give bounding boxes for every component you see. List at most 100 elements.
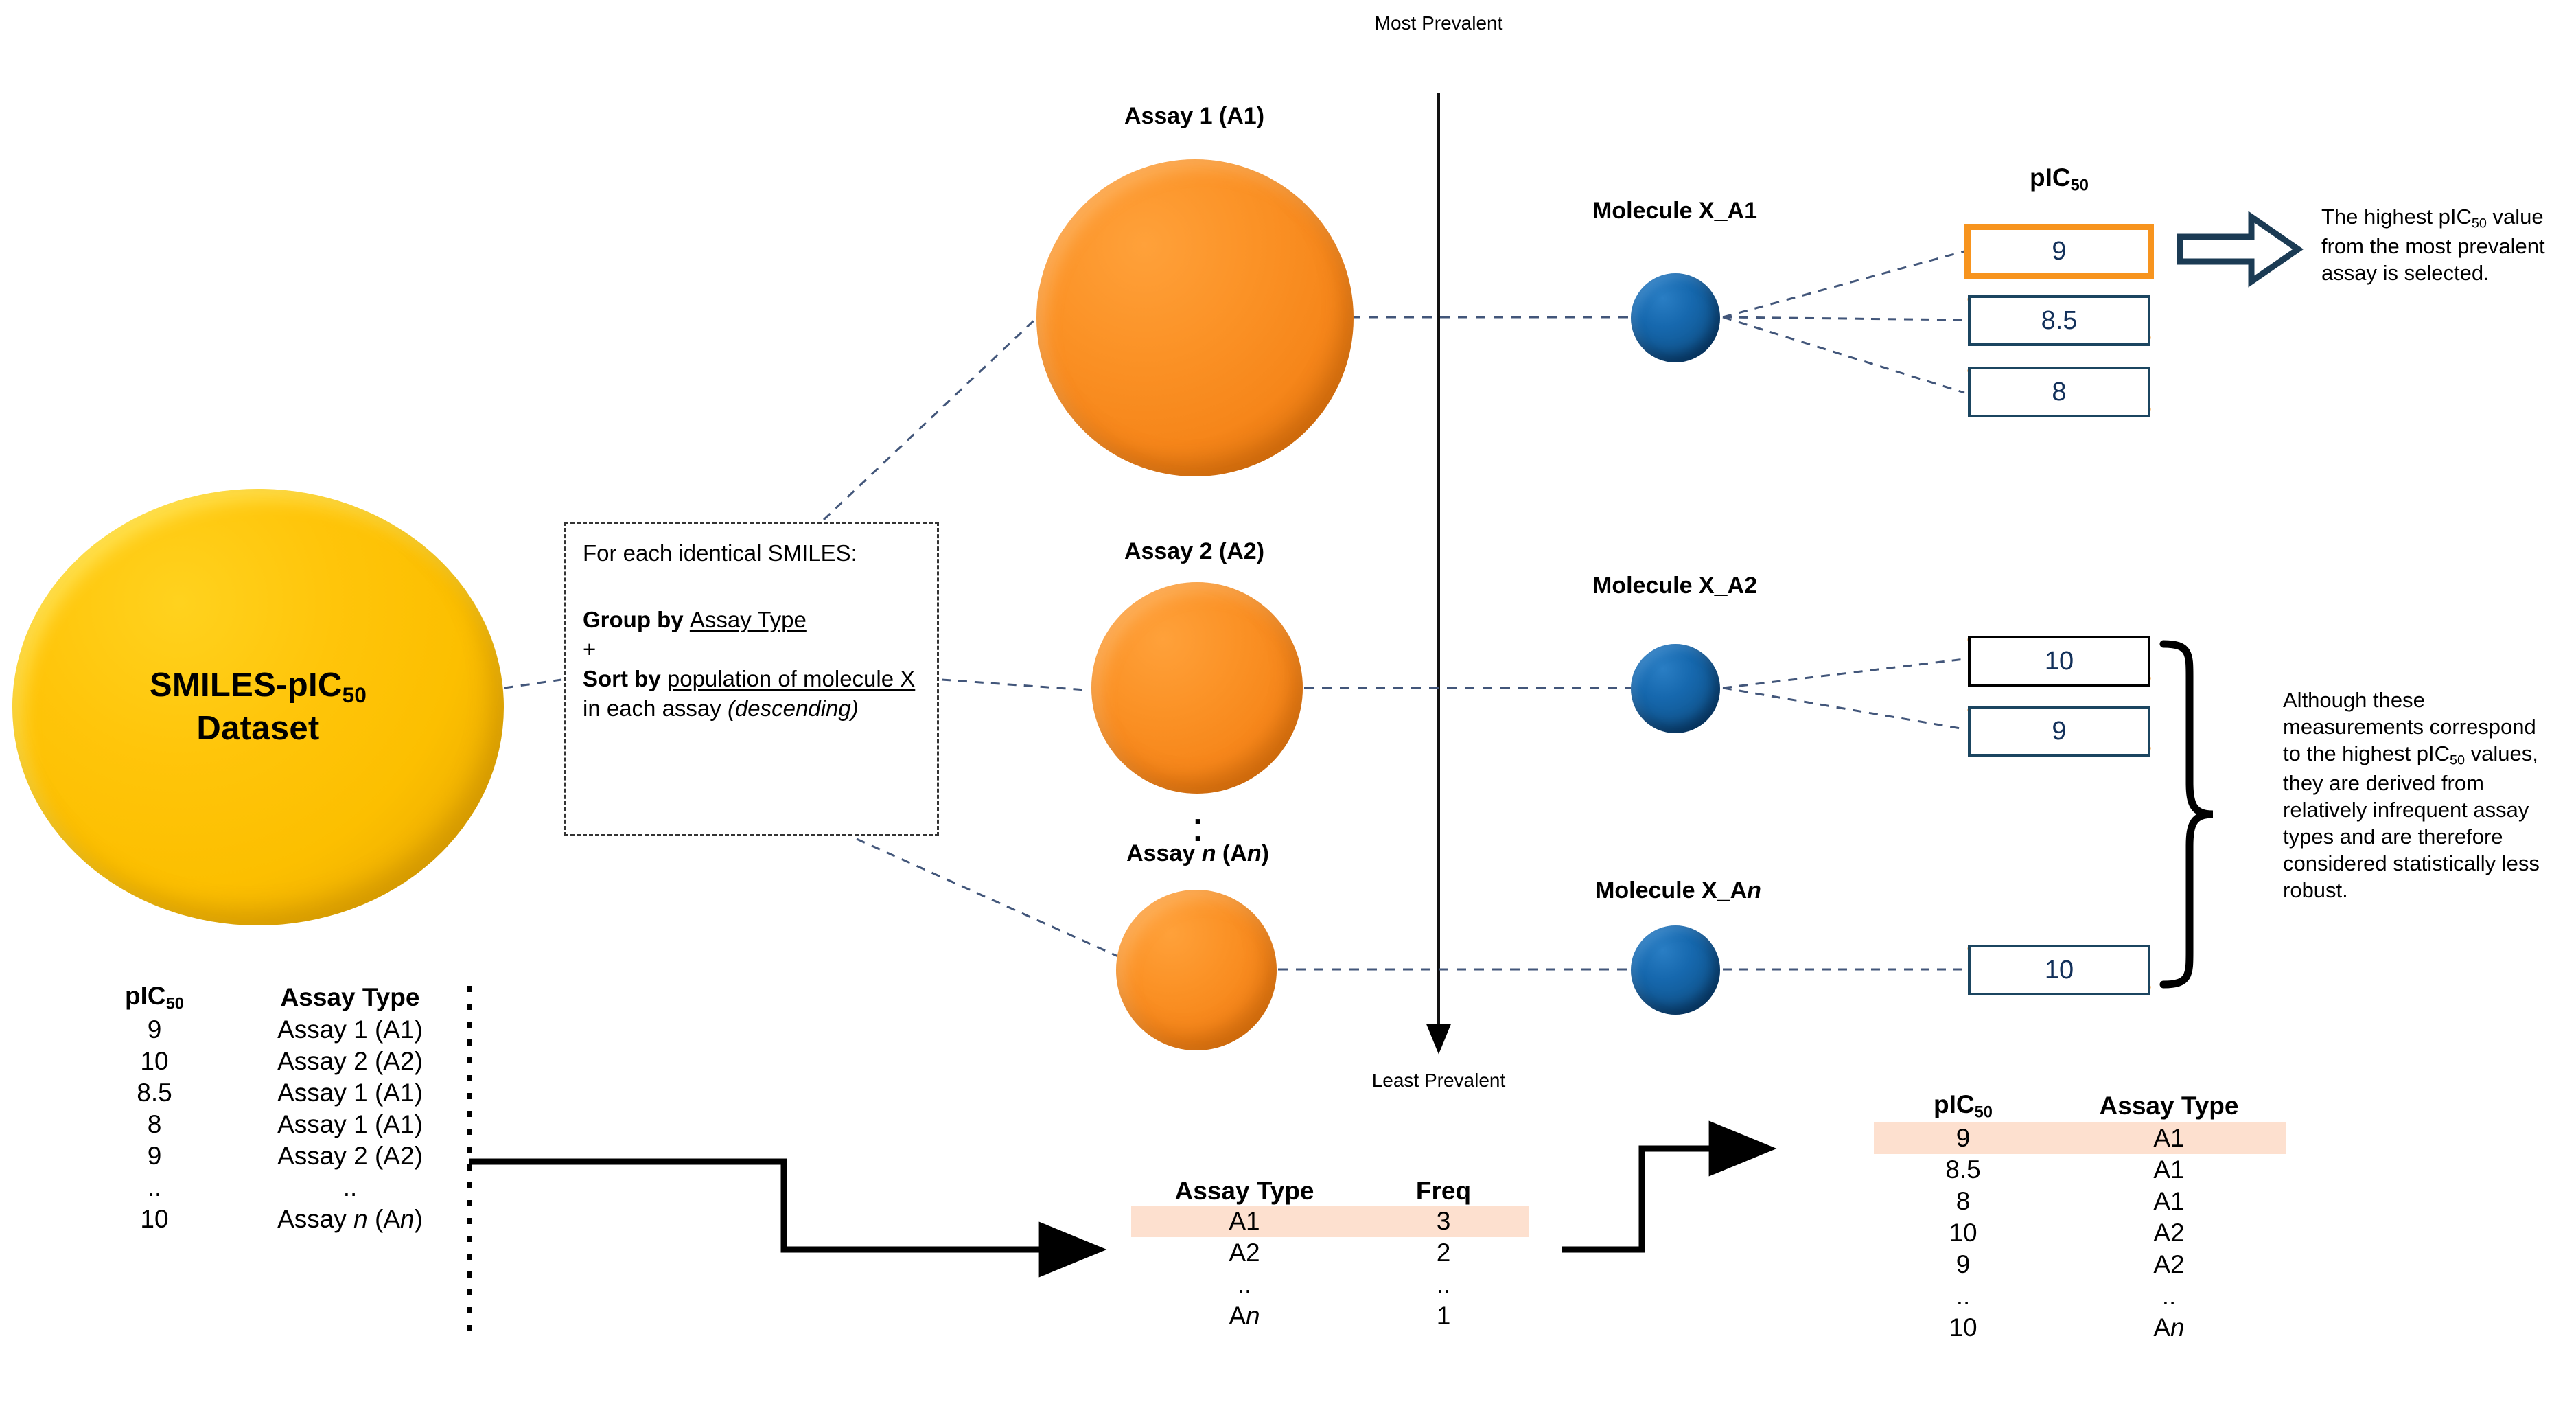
table-cell: 9 bbox=[1956, 1250, 1971, 1278]
table-cell: .. bbox=[1956, 1281, 1971, 1310]
table-cell: 10 bbox=[140, 1204, 169, 1233]
table-cell: Assay 2 (A2) bbox=[277, 1046, 423, 1075]
table-cell: 10 bbox=[140, 1046, 169, 1075]
molecule-a2-label: Molecule X_A2 bbox=[1592, 573, 1757, 599]
source-table-head: pIC50 Assay Type bbox=[82, 982, 474, 1014]
table-row: 9 Assay 2 (A2) bbox=[82, 1140, 474, 1172]
sort-order: (descending) bbox=[727, 695, 859, 721]
table-header-row: Assay Type Freq bbox=[1131, 1177, 1529, 1206]
sorted-table-head: pIC50 Assay Type bbox=[1874, 1090, 2286, 1122]
dataset-node[interactable]: SMILES-pIC50 Dataset bbox=[12, 489, 504, 925]
assay-ellipsis: .. bbox=[1193, 795, 1203, 849]
sorted-header-assay: Assay Type bbox=[2099, 1092, 2239, 1120]
freq-table-head: Assay Type Freq bbox=[1131, 1177, 1529, 1206]
table-row: .... bbox=[1874, 1280, 2286, 1312]
table-cell: 9 bbox=[1874, 1122, 2052, 1154]
value-box-an-0[interactable]: 10 bbox=[1968, 945, 2150, 995]
table-row: 9 Assay 1 (A1) bbox=[82, 1014, 474, 1046]
sort-by-rest: in each assay bbox=[583, 695, 721, 721]
table-cell: A2 bbox=[2153, 1250, 2185, 1278]
dataset-node-label: SMILES-pIC50 Dataset bbox=[149, 666, 367, 747]
assay-n-circle[interactable] bbox=[1116, 890, 1277, 1050]
connector-freq-to-sorted bbox=[1562, 1120, 1777, 1253]
sort-by-key: population of molecule X bbox=[666, 665, 916, 691]
value-box-a1-1[interactable]: 8.5 bbox=[1968, 295, 2150, 346]
sort-by-label: Sort by bbox=[583, 665, 667, 691]
table-cell: 8.5 bbox=[1945, 1155, 1981, 1184]
table-cell: Assay n (An) bbox=[277, 1204, 423, 1233]
axis-bottom-label: Least Prevalent bbox=[1371, 1070, 1506, 1091]
molecule-a1-label: Molecule X_A1 bbox=[1592, 198, 1757, 224]
table-row: A2 2 bbox=[1131, 1237, 1529, 1269]
table-cell: 10 bbox=[1949, 1313, 1977, 1341]
table-row: 8.5 Assay 1 (A1) bbox=[82, 1077, 474, 1109]
table-cell: Assay 2 (A2) bbox=[277, 1141, 423, 1170]
table-row: 8 A1 bbox=[1874, 1186, 2286, 1217]
table-row: 10 A2 bbox=[1874, 1217, 2286, 1249]
value-box-a1-0[interactable]: 9 bbox=[1964, 224, 2154, 279]
instruction-box: For each identical SMILES: Group by Assa… bbox=[564, 522, 939, 836]
table-cell: .. bbox=[343, 1173, 358, 1201]
table-cell: A2 bbox=[2153, 1218, 2185, 1247]
freq-header-assay: Assay Type bbox=[1174, 1177, 1314, 1205]
table-cell: An bbox=[2153, 1313, 2185, 1341]
molecule-an-label: Molecule X_An bbox=[1595, 877, 1761, 903]
assay-2-label: Assay 2 (A2) bbox=[1124, 538, 1265, 564]
table-cell: 3 bbox=[1358, 1206, 1529, 1237]
table-cell: A1 bbox=[1131, 1206, 1358, 1237]
freq-header-freq: Freq bbox=[1415, 1177, 1472, 1205]
source-header-assay: Assay Type bbox=[280, 983, 420, 1012]
instruction-intro: For each identical SMILES: bbox=[583, 540, 857, 566]
value-box-a2-0[interactable]: 10 bbox=[1968, 636, 2150, 687]
table-cell: A1 bbox=[2052, 1122, 2286, 1154]
connector-source-to-freq bbox=[469, 1158, 1107, 1278]
table-cell: Assay 1 (A1) bbox=[277, 1078, 423, 1107]
table-cell: 10 bbox=[1949, 1218, 1977, 1247]
sorted-header-pic50: pIC50 bbox=[1934, 1090, 1993, 1122]
table-cell: 8 bbox=[1956, 1186, 1971, 1215]
table-row: .... bbox=[1131, 1269, 1529, 1300]
table-cell: A1 bbox=[2153, 1186, 2185, 1215]
table-cell: A2 bbox=[1229, 1239, 1260, 1267]
table-row: 8.5 A1 bbox=[1874, 1154, 2286, 1186]
table-row: 10 Assay n (An) bbox=[82, 1204, 474, 1235]
table-cell: 9 bbox=[147, 1141, 162, 1170]
molecule-a2-circle[interactable] bbox=[1631, 644, 1720, 733]
selected-note: The highest pIC50 value from the most pr… bbox=[2321, 205, 2545, 285]
table-cell: An bbox=[1229, 1302, 1260, 1330]
molecule-an-circle[interactable] bbox=[1631, 925, 1720, 1015]
block-arrow-icon bbox=[2177, 211, 2304, 288]
robustness-note: Although these measurements correspond t… bbox=[2283, 688, 2540, 902]
instruction-rules: Group by Assay Type + Sort by population… bbox=[583, 606, 923, 724]
table-cell: 2 bbox=[1436, 1239, 1451, 1267]
plus-sign: + bbox=[583, 636, 596, 662]
value-box-a2-1[interactable]: 9 bbox=[1968, 706, 2150, 757]
assay-2-circle[interactable] bbox=[1091, 582, 1303, 794]
source-header-pic50: pIC50 bbox=[125, 982, 184, 1013]
table-cell: .. bbox=[1436, 1270, 1451, 1298]
table-cell: .. bbox=[1237, 1270, 1252, 1298]
table-cell: 9 bbox=[147, 1015, 162, 1044]
table-cell: Assay 1 (A1) bbox=[277, 1015, 423, 1044]
assay-1-label: Assay 1 (A1) bbox=[1124, 103, 1265, 129]
value-box-a1-2[interactable]: 8 bbox=[1968, 367, 2150, 417]
table-cell: 8.5 bbox=[137, 1078, 172, 1107]
grouping-brace bbox=[2159, 640, 2214, 989]
assay-1-circle[interactable] bbox=[1036, 159, 1354, 476]
table-cell: 8 bbox=[147, 1109, 162, 1138]
molecule-a1-circle[interactable] bbox=[1631, 273, 1720, 362]
table-row: 9 A2 bbox=[1874, 1249, 2286, 1280]
table-row: 10 An bbox=[1874, 1312, 2286, 1344]
table-cell: A1 bbox=[2153, 1155, 2185, 1184]
assay-n-label: Assay n (An) bbox=[1126, 840, 1269, 866]
